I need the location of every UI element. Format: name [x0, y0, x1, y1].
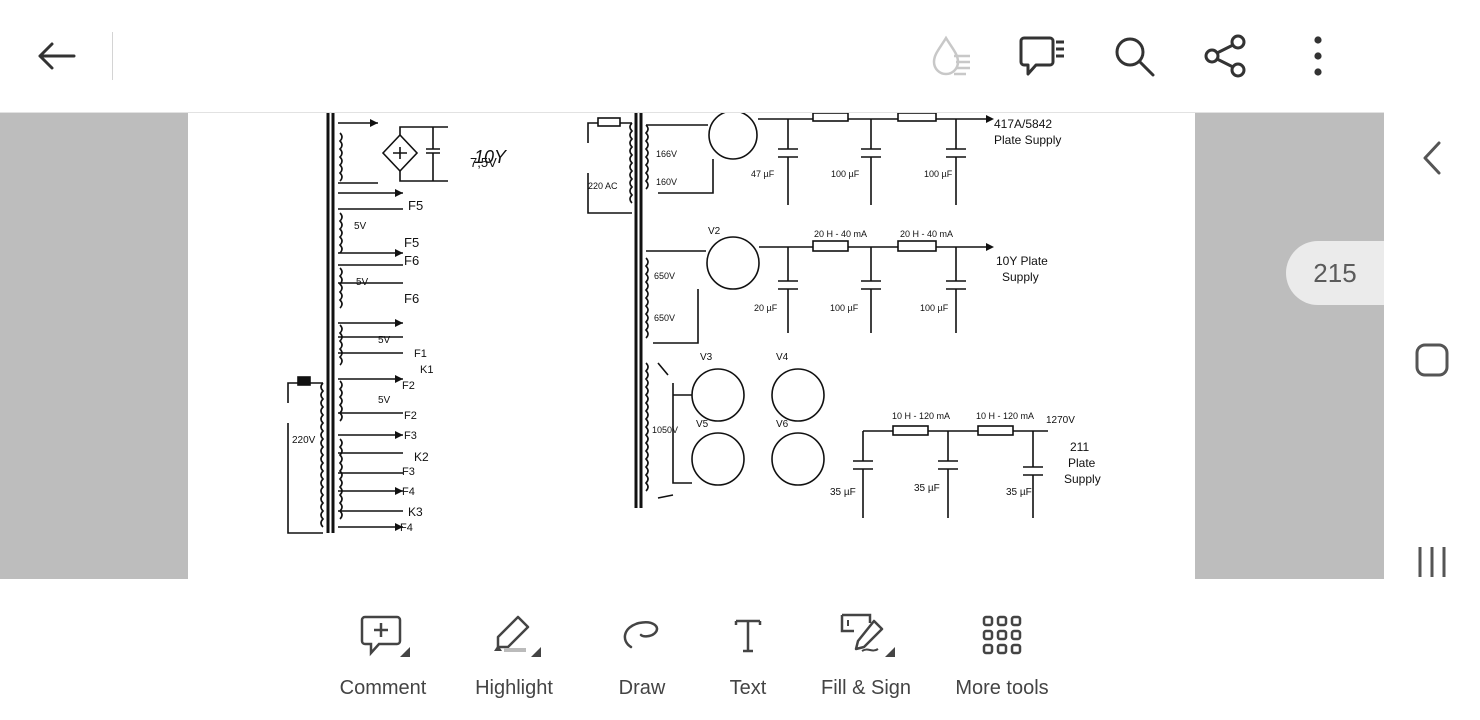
fil-label-f1: F1	[414, 348, 427, 360]
fil-label-f3: F3	[404, 430, 417, 442]
winding-label-2: 160V	[656, 177, 677, 187]
more-tools-button[interactable]: More tools	[932, 579, 1072, 720]
mains-ac-label: 220 AC	[588, 181, 618, 191]
top-app-bar	[0, 0, 1384, 113]
cap-top-3-label: 100 µF	[924, 169, 953, 179]
tube-v3-label: V3	[700, 352, 713, 363]
supply-bot-label-2: Plate	[1068, 456, 1096, 470]
schematic-diagram: 7,5V 10Y 417A/5842 Plate Supply 10Y Plat…	[287, 113, 1101, 534]
fil-label-k3: K3	[408, 505, 423, 519]
five-volt-label-2: 5V	[356, 277, 369, 288]
fill-sign-tool[interactable]: Fill & Sign	[796, 579, 936, 720]
fill-sign-label: Fill & Sign	[820, 677, 912, 699]
supply-bot-label: 211	[1070, 440, 1089, 454]
system-nav-bar	[1384, 0, 1480, 720]
overflow-menu-icon[interactable]	[1292, 32, 1344, 80]
heater-voltage-label: 10Y	[474, 147, 508, 167]
text-icon	[734, 619, 762, 653]
fil-label-f4b: F4	[400, 522, 413, 534]
pdf-page[interactable]: 7,5V 10Y 417A/5842 Plate Supply 10Y Plat…	[188, 113, 1195, 579]
highlight-tool[interactable]: Highlight	[444, 579, 584, 720]
fil-label-f5b: F5	[404, 235, 419, 250]
fil-label-f6b: F6	[404, 291, 419, 306]
five-volt-label: 5V	[354, 221, 367, 232]
draw-icon	[623, 621, 659, 649]
supply-top-label: 417A/5842	[994, 117, 1052, 131]
winding-label-3: 650V	[654, 271, 675, 281]
cap-mid-1-label: 20 µF	[754, 303, 778, 313]
cap-bot-3-label: 35 µF	[1006, 487, 1032, 498]
choke-bot-1-label: 10 H - 120 mA	[892, 411, 950, 421]
cap-bot-1-label: 35 µF	[830, 487, 856, 498]
choke-bot-2-label: 10 H - 120 mA	[976, 411, 1034, 421]
draw-tool[interactable]: Draw	[572, 579, 712, 720]
recents-nav-icon[interactable]	[1410, 540, 1454, 584]
back-nav-icon[interactable]	[1410, 136, 1454, 180]
choke-mid-1-label: 20 H - 40 mA	[814, 229, 867, 239]
rectifier-voltage-label: 7,5V	[470, 155, 497, 170]
fil-label-k1: K1	[420, 364, 433, 376]
home-nav-icon[interactable]	[1410, 338, 1454, 382]
choke-mid-2-label: 20 H - 40 mA	[900, 229, 953, 239]
highlight-icon	[494, 615, 541, 657]
five-volt-label-3: 5V	[378, 335, 391, 346]
fill-sign-icon	[840, 613, 895, 657]
fil-label-f2: F2	[402, 380, 415, 392]
output-voltage-label: 1270V	[1046, 415, 1075, 426]
supply-top-label-2: Plate Supply	[994, 133, 1061, 147]
document-viewport[interactable]: 7,5V 10Y 417A/5842 Plate Supply 10Y Plat…	[0, 113, 1384, 579]
comment-tool[interactable]: Comment	[313, 579, 453, 720]
fil-label-f3b: F3	[402, 466, 415, 478]
five-volt-label-4: 5V	[378, 395, 391, 406]
text-label: Text	[729, 677, 767, 699]
winding-label-4: 650V	[654, 313, 675, 323]
cap-top-2-label: 100 µF	[831, 169, 860, 179]
fil-label-k2: K2	[414, 450, 429, 464]
highlight-label: Highlight	[475, 677, 553, 699]
toolbar-divider	[112, 32, 113, 80]
fil-label-f6: F6	[404, 253, 419, 268]
tube-v6-label: V6	[776, 419, 789, 430]
text-tool[interactable]: Text	[678, 579, 818, 720]
liquid-mode-icon[interactable]	[926, 32, 978, 80]
comment-label: Comment	[339, 677, 427, 699]
winding-label-5: 1050V	[652, 425, 678, 435]
cap-mid-2-label: 100 µF	[830, 303, 859, 313]
more-tools-label: More tools	[955, 677, 1049, 699]
bottom-toolbar: Comment Highlight Draw Text Fill & Sign …	[0, 579, 1384, 720]
supply-bot-label-3: Supply	[1064, 472, 1101, 486]
draw-label: Draw	[618, 677, 666, 699]
share-icon[interactable]	[1199, 32, 1251, 80]
fil-label-f4: F4	[402, 486, 415, 498]
tube-v4-label: V4	[776, 352, 789, 363]
supply-mid-label: 10Y Plate	[996, 254, 1048, 268]
fil-label-f5: F5	[408, 198, 423, 213]
more-tools-icon	[982, 615, 1022, 655]
search-icon[interactable]	[1108, 32, 1160, 80]
page-number-badge[interactable]: 215	[1286, 241, 1384, 305]
tube-v5-label: V5	[696, 419, 709, 430]
cap-bot-2-label: 35 µF	[914, 483, 940, 494]
back-arrow-icon[interactable]	[30, 32, 82, 80]
cap-mid-3-label: 100 µF	[920, 303, 949, 313]
mains-voltage-label: 220V	[292, 435, 316, 446]
fil-label-f2b: F2	[404, 410, 417, 422]
tube-v2-label: V2	[708, 226, 721, 237]
comment-icon	[360, 615, 410, 657]
winding-label-1: 166V	[656, 149, 677, 159]
supply-mid-label-2: Supply	[1002, 270, 1039, 284]
comments-icon[interactable]	[1016, 32, 1068, 80]
cap-top-1-label: 47 µF	[751, 169, 775, 179]
page-number: 215	[1313, 257, 1357, 288]
